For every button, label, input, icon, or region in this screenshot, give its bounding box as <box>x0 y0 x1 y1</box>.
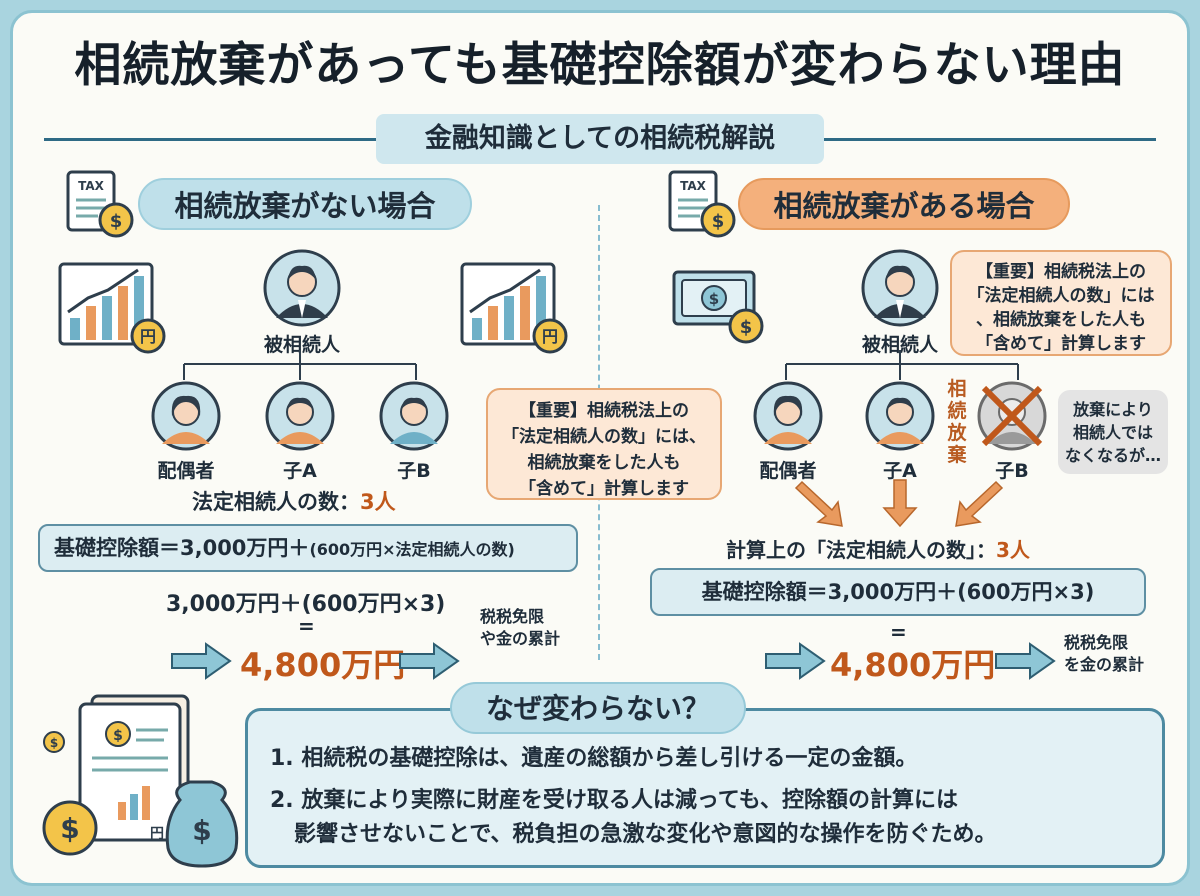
money-bill-icon: $ $ <box>670 268 770 348</box>
convergence-arrows <box>790 478 1020 528</box>
right-spouse-avatar <box>752 380 824 452</box>
why-item-1: 1. 相続税の基礎控除は、遺産の総額から差し引ける一定の金額。 <box>270 746 918 771</box>
right-result: 4,800万円 <box>830 646 996 684</box>
money-documents-icon: $ 円 $ $ $ <box>40 690 240 870</box>
right-callout-line-4: 「含めて」計算します <box>976 334 1146 354</box>
left-formula-small: (600万円×法定相続人の数) <box>309 540 515 559</box>
right-tax-document-icon: TAX $ <box>666 168 738 240</box>
subtitle: 金融知識としての相続税解説 <box>376 114 824 164</box>
left-heir-count-value: 3人 <box>360 490 396 514</box>
renounce-char-4: 棄 <box>947 444 967 466</box>
right-heir-label-child-b: 子B <box>995 460 1029 482</box>
renounce-char-2: 続 <box>947 400 967 422</box>
renounce-char-3: 放 <box>947 422 967 444</box>
right-heir-count-value: 3人 <box>996 538 1030 562</box>
right-formula-box: 基礎控除額＝3,000万円＋(600万円×3) <box>650 568 1146 616</box>
right-heir-label-spouse: 配偶者 <box>759 460 817 482</box>
left-child-a-avatar <box>264 380 336 452</box>
left-heir-label-child-b: 子B <box>397 460 431 482</box>
subtitle-rule-right <box>816 138 1156 141</box>
left-decedent-avatar <box>262 248 342 328</box>
yen-label: 円 <box>140 327 156 346</box>
dollar-label: $ <box>110 211 123 232</box>
renounce-note: 放棄により 相続人では なくなるが… <box>1058 390 1168 474</box>
right-dollar-label: $ <box>712 211 725 232</box>
why-item-2: 2. 放棄により実際に財産を受け取る人は減っても、控除額の計算には <box>270 788 959 813</box>
right-arrow-right-icon-2 <box>994 642 1056 680</box>
left-callout-line-2: 「法定相続人の数」には、 <box>502 427 706 447</box>
right-equals: = <box>890 620 907 644</box>
left-callout-line-3: 相続放棄をした人も <box>527 453 681 473</box>
right-callout-line-1: 【重要】相続税法上の <box>976 262 1146 282</box>
center-yen-label: 円 <box>542 327 558 346</box>
right-tax-label: TAX <box>680 179 707 193</box>
left-result: 4,800万円 <box>240 646 406 684</box>
left-equals: = <box>298 614 315 638</box>
bill-dollar-label: $ <box>709 290 719 308</box>
left-bar-chart-icon: 円 <box>58 262 168 358</box>
left-family-tree-lines <box>182 350 418 380</box>
left-heir-count-label: 法定相続人の数： <box>192 490 360 514</box>
right-heir-count-label: 計算上の「法定相続人の数」： <box>726 538 996 562</box>
big-coin-dollar-label: $ <box>60 812 79 845</box>
left-arrow-right-icon-2 <box>398 642 460 680</box>
right-decedent-avatar <box>860 248 940 328</box>
page-title: 相続放棄があっても基礎控除額が変わらない理由 <box>74 38 1126 93</box>
why-item-3: 影響させないことで、税負担の急激な変化や意図的な操作を防ぐため。 <box>294 822 997 847</box>
right-decedent-label: 被相続人 <box>861 334 938 356</box>
why-heading: なぜ変わらない？ <box>450 682 746 734</box>
right-heading: 相続放棄がある場合 <box>738 178 1070 230</box>
left-heir-count: 法定相続人の数：3人 <box>192 486 396 516</box>
right-side-note-line-2: を金の累計 <box>1064 655 1145 674</box>
left-callout: 【重要】相続税法上の 「法定相続人の数」には、 相続放棄をした人も 「含めて」計… <box>486 388 722 500</box>
bill-coin-dollar-label: $ <box>740 317 753 338</box>
left-callout-line-4: 「含めて」計算します <box>519 479 689 499</box>
doc-yen-label: 円 <box>150 826 164 842</box>
left-formula-main: 基礎控除額＝3,000万円＋ <box>54 536 310 560</box>
left-heir-label-child-a: 子A <box>283 460 317 482</box>
right-callout-line-2: 「法定相続人の数」には <box>967 286 1155 306</box>
renounce-note-line-3: なくなるが… <box>1064 446 1161 465</box>
renounce-char-1: 相 <box>947 378 967 400</box>
right-arrow-right-icon <box>764 642 826 680</box>
left-spouse-avatar <box>150 380 222 452</box>
right-heir-label-child-a: 子A <box>883 460 917 482</box>
center-bar-chart-icon: 円 <box>460 262 570 358</box>
left-side-note-line-1: 税税免限 <box>480 607 545 626</box>
tax-label: TAX <box>78 179 105 193</box>
right-family-tree-lines <box>784 350 1020 380</box>
right-side-note: 税税免限 を金の累計 <box>1064 632 1144 676</box>
doc-dollar-label: $ <box>113 728 123 744</box>
right-child-b-renounced-avatar <box>976 380 1048 452</box>
left-heir-label-spouse: 配偶者 <box>157 460 215 482</box>
renounce-note-line-1: 放棄により <box>1073 400 1153 419</box>
left-heading: 相続放棄がない場合 <box>138 178 472 230</box>
left-arrow-right-icon <box>170 642 232 680</box>
small-coin-dollar-label: $ <box>50 736 58 750</box>
left-child-b-avatar <box>378 380 450 452</box>
subtitle-rule-left <box>44 138 384 141</box>
right-callout-line-3: 、相続放棄をした人も <box>976 310 1146 330</box>
left-side-note: 税税免限 や金の累計 <box>480 606 560 650</box>
bag-dollar-label: $ <box>192 814 211 847</box>
renounce-vertical-label: 相 続 放 棄 <box>944 378 970 466</box>
left-side-note-line-2: や金の累計 <box>480 629 561 648</box>
left-callout-line-1: 【重要】相続税法上の <box>519 401 689 421</box>
right-heir-count: 計算上の「法定相続人の数」：3人 <box>726 534 1030 563</box>
right-child-a-avatar <box>864 380 936 452</box>
right-side-note-line-1: 税税免限 <box>1064 633 1129 652</box>
left-calc-line: 3,000万円＋(600万円×3) <box>166 592 446 617</box>
left-decedent-label: 被相続人 <box>263 334 340 356</box>
tax-document-icon: TAX $ <box>64 168 136 240</box>
left-formula-box: 基礎控除額＝3,000万円＋(600万円×法定相続人の数) <box>38 524 578 572</box>
right-callout: 【重要】相続税法上の 「法定相続人の数」には 、相続放棄をした人も 「含めて」計… <box>950 250 1172 356</box>
renounce-note-line-2: 相続人では <box>1072 423 1153 442</box>
